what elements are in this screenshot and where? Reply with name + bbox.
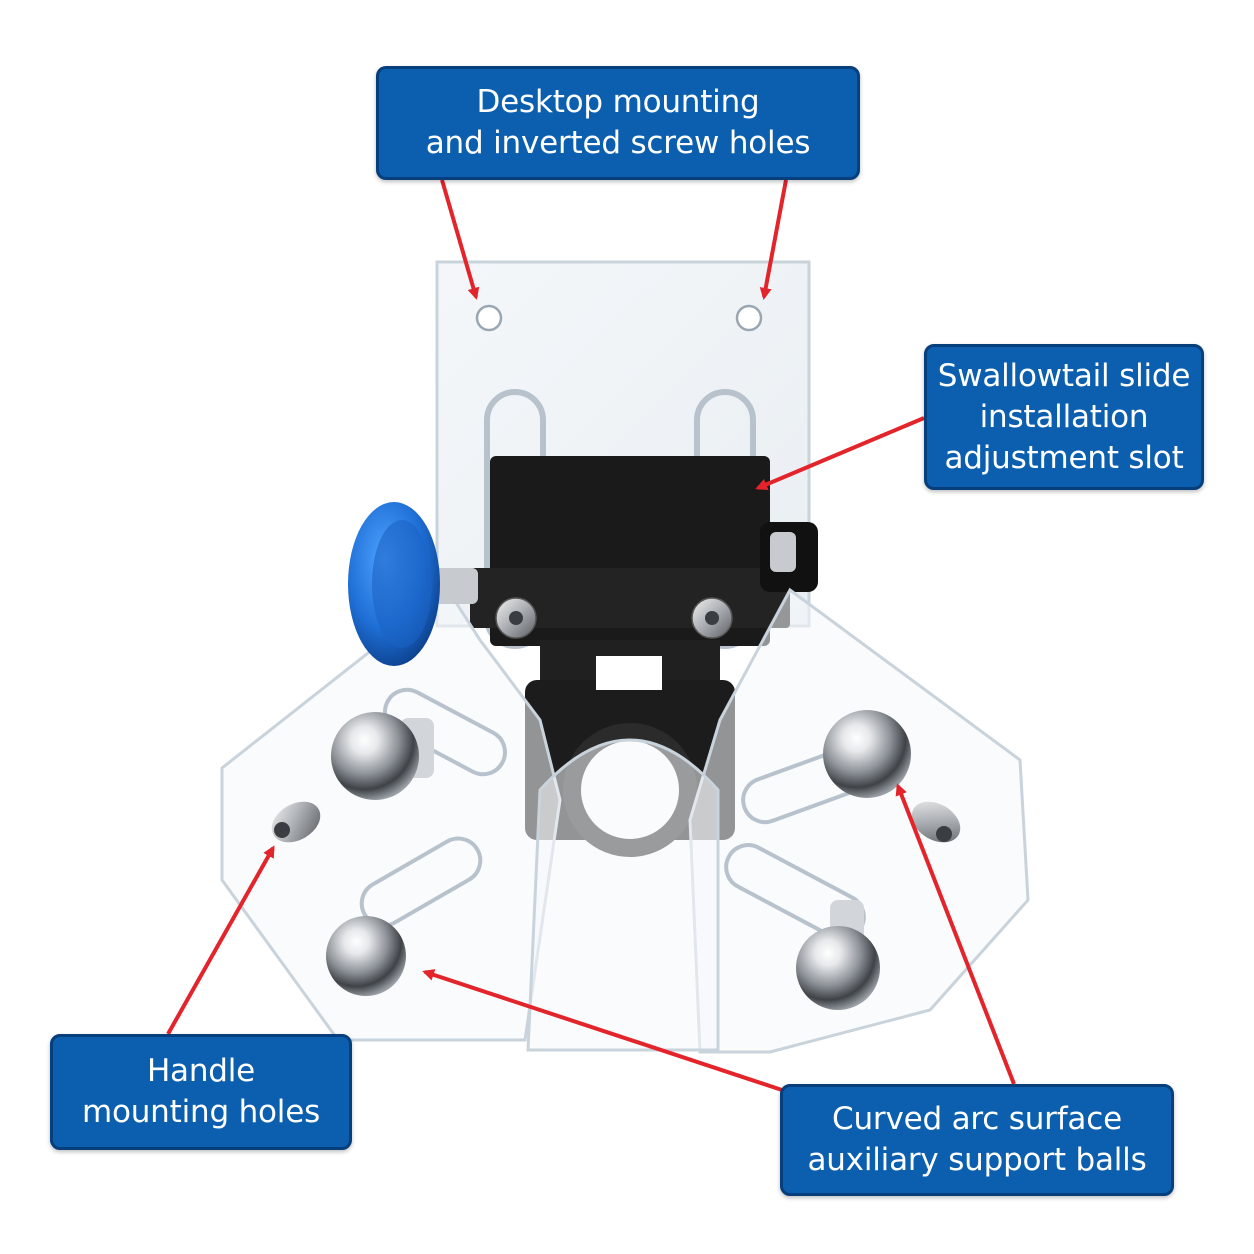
arrow-handle-holes bbox=[166, 845, 275, 1035]
support-ball-bottom-right bbox=[796, 926, 880, 1010]
blue-adjustment-knob bbox=[348, 502, 478, 666]
callout-support-balls-line2: auxiliary support balls bbox=[807, 1142, 1147, 1178]
callout-swallowtail-slot-line1: Swallowtail slide bbox=[937, 357, 1191, 394]
arrow-swallowtail-slot bbox=[755, 416, 925, 491]
callout-swallowtail-slot-line2: installation bbox=[979, 398, 1149, 435]
desktop-screw-hole-right bbox=[735, 304, 763, 332]
arrow-desktop-hole-right bbox=[759, 179, 788, 300]
callout-support-balls: Curved arc surface auxiliary support bal… bbox=[780, 1084, 1174, 1196]
desktop-screw-hole-left bbox=[475, 304, 503, 332]
callout-support-balls-line1: Curved arc surface bbox=[832, 1101, 1122, 1137]
callout-handle-holes-line2: mounting holes bbox=[81, 1094, 321, 1130]
callout-desktop-mounting-line1: Desktop mounting bbox=[476, 84, 760, 120]
callout-swallowtail-slot-line3: adjustment slot bbox=[944, 439, 1184, 476]
callout-desktop-mounting: Desktop mounting and inverted screw hole… bbox=[376, 66, 860, 180]
arrow-ball-top-right bbox=[895, 783, 1016, 1085]
support-ball-top-right bbox=[823, 710, 911, 798]
arrow-ball-bottom-left bbox=[422, 969, 783, 1092]
pointer-arrows bbox=[166, 179, 1016, 1092]
support-ball-bottom-left bbox=[326, 916, 406, 996]
callout-handle-holes: Handle mounting holes bbox=[50, 1034, 352, 1150]
callout-swallowtail-slot: Swallowtail slide installation adjustmen… bbox=[924, 344, 1204, 490]
slot-screws bbox=[495, 532, 796, 639]
callout-handle-holes-line1: Handle bbox=[146, 1053, 256, 1089]
callout-desktop-mounting-line2: and inverted screw holes bbox=[425, 125, 811, 161]
arrow-desktop-hole-left bbox=[440, 179, 480, 300]
support-ball-top-left bbox=[331, 712, 419, 800]
support-balls bbox=[326, 710, 911, 1010]
acrylic-arm-plate bbox=[220, 587, 1030, 1054]
